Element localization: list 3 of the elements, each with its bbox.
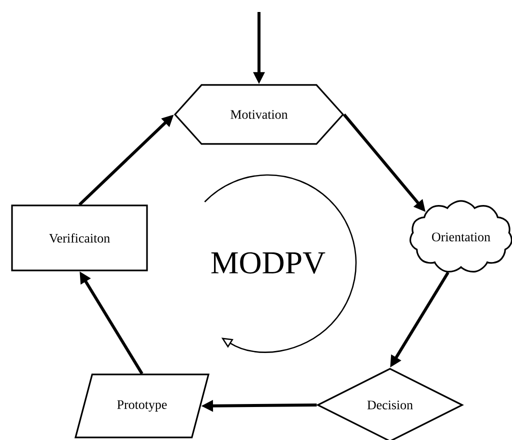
process-box: Verificaiton bbox=[11, 204, 148, 272]
hexagon-box: Motivation bbox=[174, 84, 344, 145]
cycle-title: MODPV bbox=[211, 252, 326, 274]
